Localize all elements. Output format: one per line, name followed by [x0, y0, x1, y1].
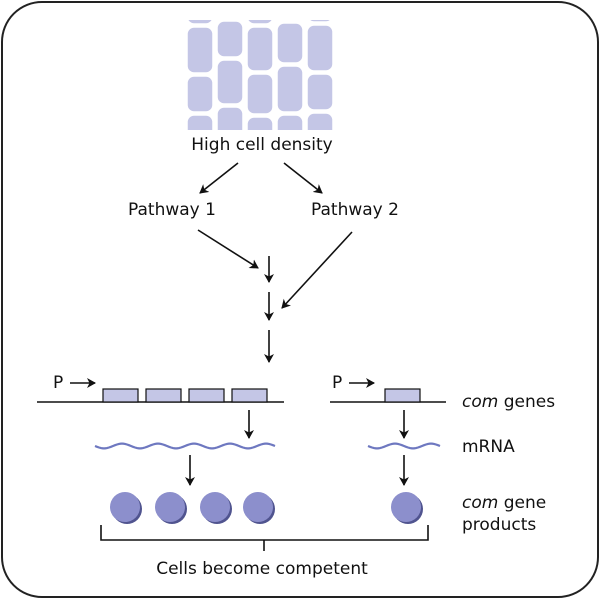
gene-box	[384, 388, 421, 403]
cell	[216, 20, 244, 58]
promoter-left-label: P	[53, 373, 63, 393]
cell	[306, 112, 334, 130]
mrna-left	[94, 442, 276, 450]
gene-product	[155, 492, 185, 522]
arrow-density-to-pathway2	[283, 162, 323, 194]
competent-label: Cells become competent	[156, 559, 368, 579]
mrna-right	[367, 442, 441, 450]
cell	[216, 59, 244, 105]
cell	[186, 26, 214, 74]
products-label-line1: com gene	[462, 493, 546, 513]
cell	[308, 20, 332, 23]
products-label-line2: products	[462, 515, 536, 535]
cell	[246, 26, 274, 72]
arrow-pathway2-converge	[281, 231, 353, 309]
gene-products	[110, 492, 423, 524]
gene-product	[391, 492, 421, 522]
pathway-2-label: Pathway 2	[311, 200, 399, 220]
products-rest: gene	[498, 493, 546, 513]
cell	[306, 24, 334, 72]
arrow-pathway1-converge	[197, 229, 259, 269]
cell	[186, 114, 214, 130]
gene-product	[243, 492, 273, 522]
cell	[246, 73, 274, 115]
pathway-1-label: Pathway 1	[128, 200, 216, 220]
cell	[276, 22, 304, 64]
density-label: High cell density	[191, 135, 332, 155]
cell	[186, 75, 214, 113]
cell	[216, 106, 244, 130]
gene-box	[102, 388, 139, 403]
com-genes-italic: com	[462, 392, 498, 412]
cell	[246, 20, 274, 25]
gene-product	[200, 492, 230, 522]
cell	[276, 65, 304, 113]
promoter-right-label: P	[332, 373, 342, 393]
cell	[186, 20, 214, 25]
cell	[306, 73, 334, 111]
mrna-label: mRNA	[462, 437, 515, 457]
cell	[276, 114, 304, 130]
com-genes-rest: genes	[498, 392, 555, 412]
com-genes-label: com genes	[462, 392, 555, 412]
arrow-density-to-pathway1	[199, 162, 239, 194]
cell-cluster	[186, 20, 334, 130]
gene-box	[145, 388, 182, 403]
products-italic: com	[462, 493, 498, 513]
gene-product	[110, 492, 140, 522]
gene-box	[231, 388, 268, 403]
gene-box	[188, 388, 225, 403]
cell	[246, 116, 274, 130]
